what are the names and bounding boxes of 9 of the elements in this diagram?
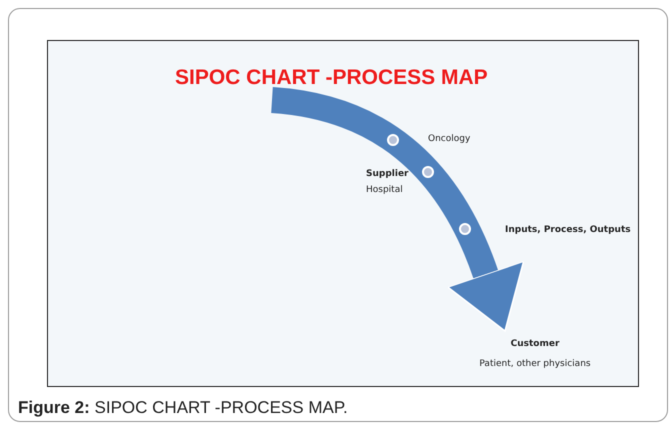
annotation-text: Inputs, Process, Outputs	[505, 225, 631, 235]
curved-arrow	[270, 87, 524, 332]
node-text: Patient, other physicians	[479, 359, 591, 369]
figure-caption: Figure 2: SIPOC CHART -PROCESS MAP.	[18, 398, 348, 418]
chart-title: SIPOC CHART -PROCESS MAP	[175, 66, 488, 90]
annotation-text: Hospital	[366, 185, 403, 195]
node-heading: Customer	[510, 339, 560, 349]
annotation-text: Oncology	[428, 134, 470, 144]
annotation-text: Supplier	[366, 169, 408, 179]
